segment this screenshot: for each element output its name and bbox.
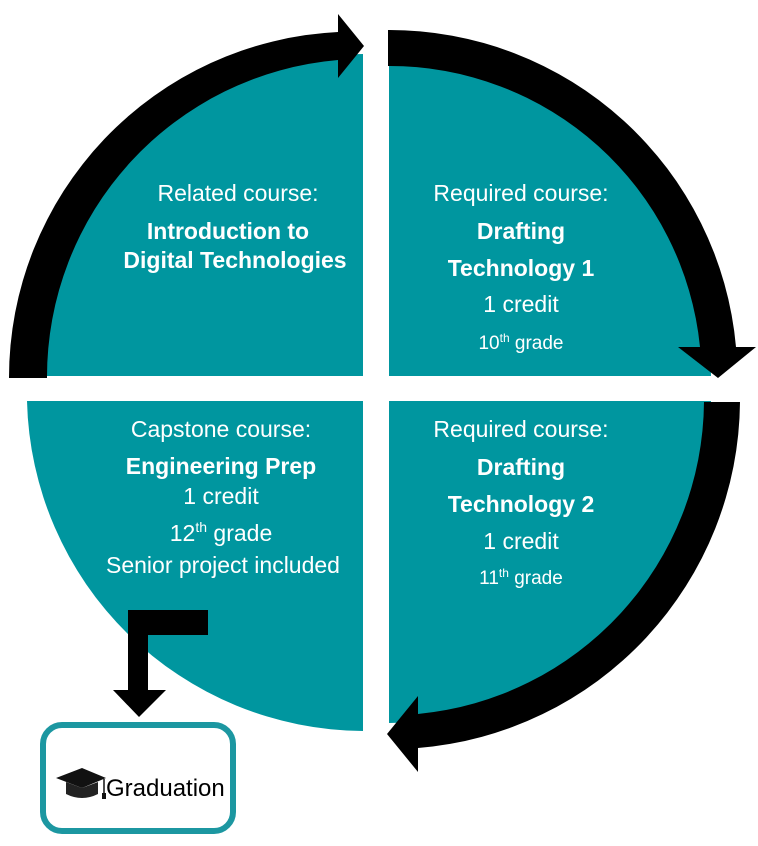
- required-course-1-heading: Required course:: [433, 180, 609, 206]
- engineering-prep-grade: 12th grade: [169, 519, 273, 546]
- quadrant-top-right: [389, 54, 711, 376]
- quadrant-top-left: [42, 54, 363, 376]
- arrow-top-right: [388, 29, 756, 378]
- capstone-heading: Capstone course:: [130, 416, 312, 442]
- senior-project-note: Senior project included: [106, 552, 340, 578]
- arrow-bottom-right: [387, 402, 740, 772]
- related-course-title-line2: Digital Technologies: [123, 247, 347, 273]
- arrow-top-left: [8, 14, 364, 378]
- engineering-prep-title: Engineering Prep: [125, 453, 317, 479]
- required-course-2-heading: Required course:: [433, 416, 609, 442]
- drafting-2-grade: 11th grade: [479, 566, 563, 589]
- quadrant-bottom-right: [389, 401, 711, 723]
- related-course-heading: Related course:: [157, 180, 319, 206]
- graduation-label: Graduation: [106, 775, 225, 802]
- drafting-1-grade: 10th grade: [478, 331, 564, 354]
- graduation-cap-icon: [56, 768, 106, 799]
- drafting-1-title-line2: Technology 1: [447, 255, 595, 281]
- drafting-1-title-line1: Drafting: [476, 218, 566, 244]
- arrow-to-graduation: [113, 610, 208, 717]
- quadrant-bottom-left: [27, 401, 363, 731]
- drafting-2-credit: 1 credit: [483, 528, 559, 554]
- drafting-1-credit: 1 credit: [483, 291, 559, 317]
- drafting-2-title-line1: Drafting: [476, 454, 566, 480]
- drafting-2-title-line2: Technology 2: [447, 491, 595, 517]
- engineering-prep-credit: 1 credit: [183, 483, 259, 509]
- graduation-box: Graduation: [40, 722, 236, 834]
- related-course-title-line1: Introduction to: [146, 218, 310, 244]
